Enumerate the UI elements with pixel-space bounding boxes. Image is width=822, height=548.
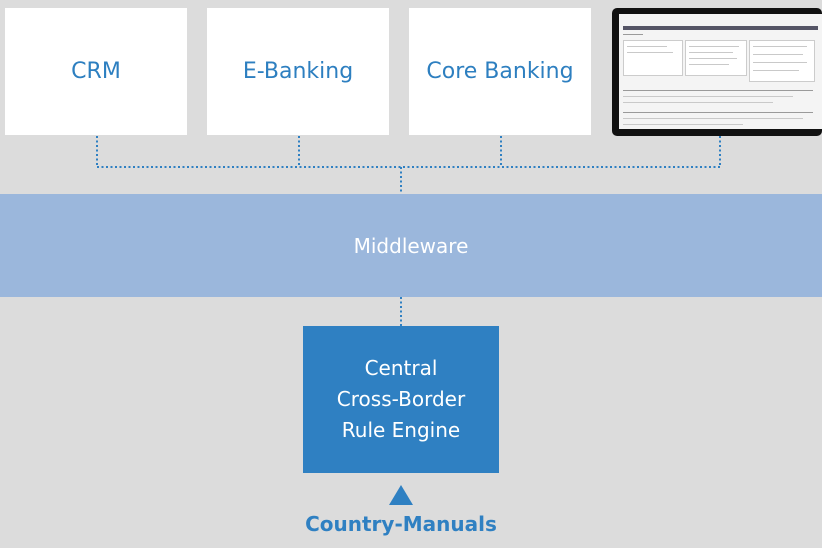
screenshot-screen	[619, 14, 822, 129]
application-screenshot	[612, 8, 822, 136]
core-banking-box: Core Banking	[409, 8, 591, 135]
screenshot-line	[627, 46, 667, 47]
screenshot-line	[623, 124, 743, 125]
rule-engine-box: Central Cross-Border Rule Engine	[303, 326, 499, 473]
screenshot-line	[689, 46, 739, 47]
screenshot-line	[753, 62, 807, 63]
country-manuals-label: Country-Manuals	[305, 512, 497, 536]
screenshot-line	[623, 112, 813, 113]
middleware-label: Middleware	[353, 233, 469, 258]
screenshot-line	[689, 58, 737, 59]
screenshot-line	[689, 64, 729, 65]
screenshot-line	[753, 54, 803, 55]
crm-label: CRM	[71, 59, 121, 84]
screenshot-line	[623, 96, 793, 97]
screenshot-line	[627, 52, 673, 53]
engine-label-line3: Rule Engine	[341, 418, 461, 442]
up-triangle-icon	[389, 485, 413, 505]
ebanking-box: E-Banking	[207, 8, 389, 135]
screenshot-line	[689, 52, 733, 53]
screenshot-nav	[623, 26, 818, 30]
screenshot-panel	[749, 40, 815, 82]
screenshot-line	[623, 90, 813, 91]
screenshot-line	[753, 46, 807, 47]
core-banking-label: Core Banking	[426, 59, 574, 84]
screenshot-line	[623, 102, 773, 103]
engine-label-line1: Central	[364, 356, 438, 380]
screenshot-line	[623, 118, 803, 119]
crm-box: CRM	[5, 8, 187, 135]
middleware-bar: Middleware	[0, 194, 822, 297]
ebanking-label: E-Banking	[242, 59, 354, 84]
screenshot-line	[623, 34, 643, 35]
engine-label-line2: Cross-Border	[336, 387, 466, 411]
screenshot-line	[753, 70, 799, 71]
